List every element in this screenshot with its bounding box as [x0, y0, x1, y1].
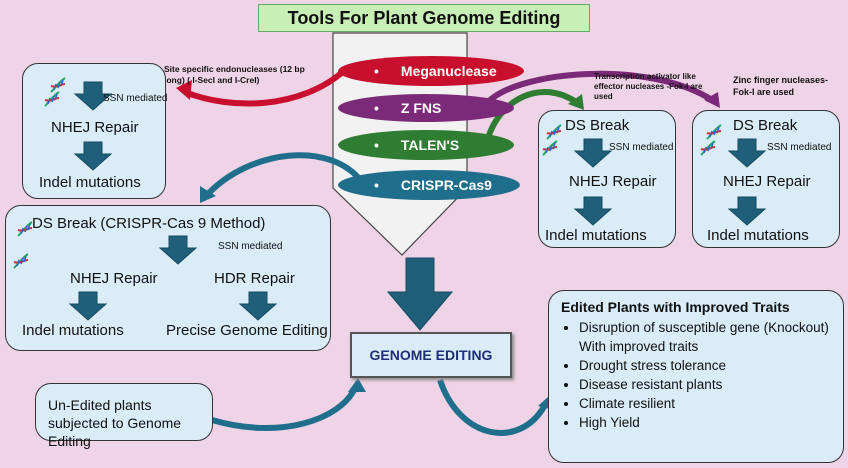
nhej-label: NHEJ Repair — [51, 119, 139, 136]
funnel-down-arrow — [386, 257, 454, 331]
tool-label: CRISPR-Cas9 — [400, 177, 492, 193]
dna-icon — [50, 77, 66, 93]
trait-item: Disease resistant plants — [579, 375, 833, 394]
tool-label: TALEN'S — [400, 137, 460, 153]
indel-label: Indel mutations — [39, 174, 141, 191]
ssn-label: SSN mediated — [218, 241, 283, 252]
genome-editing-box: GENOME EDITING — [350, 332, 512, 378]
dna-icon — [542, 140, 558, 156]
crispr-result-box: DS Break (CRISPR-Cas 9 Method) SSN media… — [5, 205, 331, 351]
trait-item: Disruption of susceptible gene (Knockout… — [579, 318, 833, 356]
dna-icon — [13, 253, 29, 269]
talen-note: Transcription activator like effector nu… — [594, 72, 703, 101]
precise-editing-label: Precise Genome Editing — [166, 322, 328, 339]
ds-break-label: DS Break — [565, 117, 630, 134]
title-box: Tools For Plant Genome Editing — [258, 4, 590, 32]
dna-icon — [17, 221, 33, 237]
edited-title: Edited Plants with Improved Traits — [561, 299, 790, 315]
dna-icon — [44, 91, 60, 107]
unedited-to-genome-arrow — [211, 386, 358, 431]
nhej-label: NHEJ Repair — [569, 173, 657, 190]
tool-crispr: •CRISPR-Cas9 — [338, 170, 520, 200]
tool-zfns: •Z FNS — [338, 94, 514, 122]
zfn-note: Zinc finger nucleases- Fok-I are used — [733, 75, 829, 97]
trait-item: Climate resilient — [579, 394, 833, 413]
nhej-label: NHEJ Repair — [70, 270, 158, 287]
nhej-label: NHEJ Repair — [723, 173, 811, 190]
unedited-label: Un-Edited plants subjected to Genome Edi… — [48, 397, 182, 449]
indel-label: Indel mutations — [22, 322, 124, 339]
trait-item: High Yield — [579, 413, 833, 432]
unedited-plants-box: Un-Edited plants subjected to Genome Edi… — [35, 383, 213, 449]
tool-meganuclease: •Meganuclease — [338, 56, 524, 86]
tool-label: Meganuclease — [400, 63, 497, 79]
indel-label: Indel mutations — [707, 227, 809, 244]
ssn-label: SSN mediated — [609, 142, 674, 153]
ds-break-label: DS Break — [733, 117, 798, 134]
dna-icon — [706, 124, 722, 140]
traits-list: Disruption of susceptible gene (Knockout… — [561, 318, 833, 432]
zfn-result-box: DS Break SSN mediated NHEJ Repair Indel … — [692, 110, 840, 248]
crispr-arrow — [205, 152, 365, 197]
dna-icon — [546, 124, 562, 140]
hdr-label: HDR Repair — [214, 270, 295, 287]
zfns-arrow — [485, 70, 714, 105]
talens-arrow — [485, 89, 578, 139]
ssn-label: SSN mediated — [767, 142, 832, 153]
edited-plants-box: Edited Plants with Improved Traits Disru… — [548, 290, 844, 463]
tool-talens: •TALEN'S — [338, 130, 514, 160]
ds-break-label: DS Break (CRISPR-Cas 9 Method) — [32, 215, 266, 232]
ssn-label: SSN mediated — [103, 93, 168, 104]
genome-to-edited-arrow — [437, 379, 548, 436]
tool-label: Z FNS — [400, 100, 442, 116]
meganuclease-arrowhead — [176, 80, 192, 100]
talen-result-box: DS Break SSN mediated NHEJ Repair Indel … — [538, 110, 676, 248]
dna-icon — [700, 140, 716, 156]
trait-item: Drought stress tolerance — [579, 356, 833, 375]
meganuclease-arrow — [183, 67, 347, 107]
meganuclease-note: Site specific endonucleases (12 bp long)… — [164, 64, 305, 85]
indel-label: Indel mutations — [545, 227, 647, 244]
meganuclease-result-box: SSN mediated NHEJ Repair Indel mutations — [22, 63, 168, 199]
